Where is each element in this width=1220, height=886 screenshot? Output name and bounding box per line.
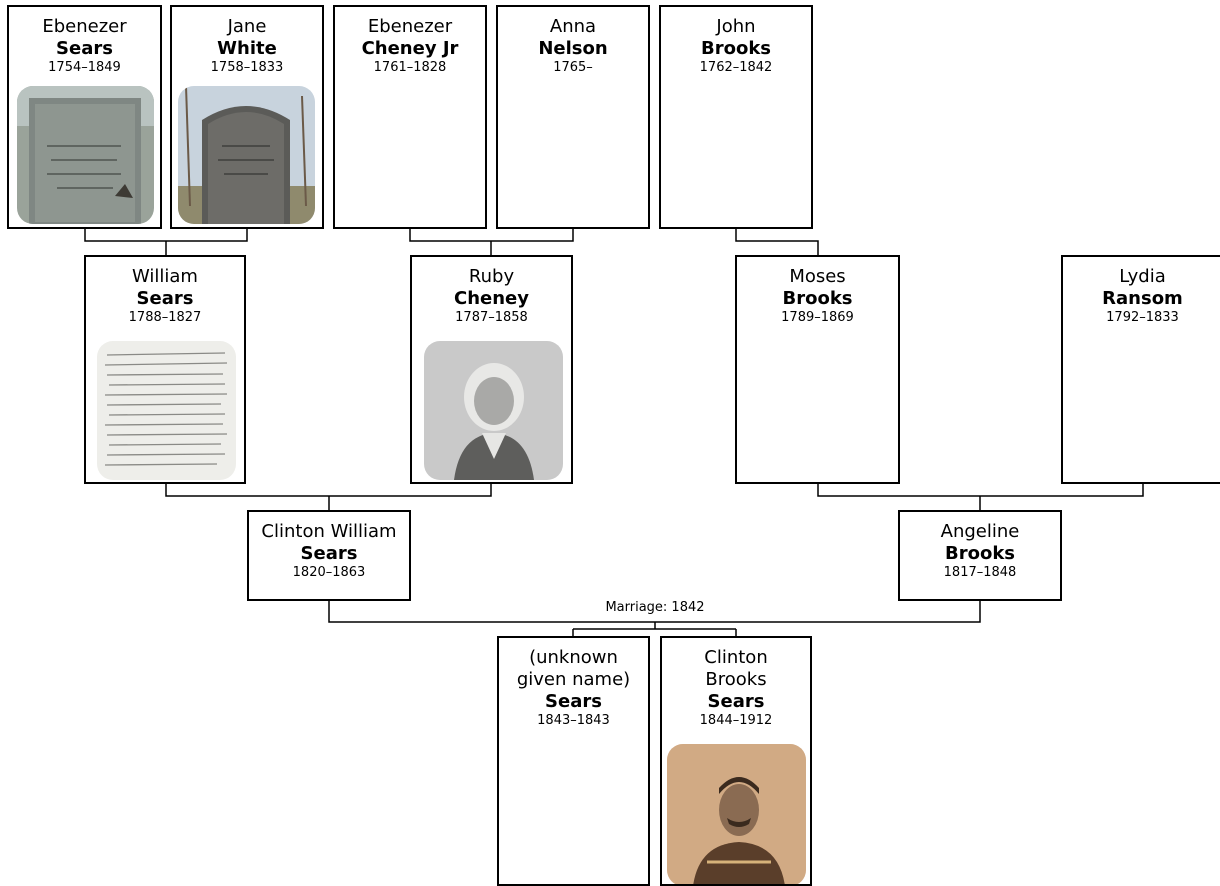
connector-william-ruby: [165, 484, 492, 510]
person-card-moses-brooks[interactable]: Moses Brooks 1789–1869: [735, 255, 900, 484]
given-name: Moses: [789, 266, 846, 287]
surname: Ransom: [1102, 288, 1183, 309]
connector-moses-lydia: [817, 484, 1144, 510]
person-card-ebenezer-cheney-jr[interactable]: Ebenezer Cheney Jr 1761–1828: [333, 5, 487, 229]
surname: Sears: [300, 543, 358, 564]
person-card-clinton-william-sears[interactable]: Clinton William Sears 1820–1863: [247, 510, 411, 601]
given-name: Angeline: [940, 521, 1020, 542]
given-name: John: [716, 16, 756, 37]
gravestone-photo: [17, 86, 154, 224]
given-name: Lydia: [1119, 266, 1166, 287]
life-years: 1792–1833: [1106, 310, 1179, 325]
given-name: Ruby: [468, 266, 515, 287]
person-card-john-brooks[interactable]: John Brooks 1762–1842: [659, 5, 813, 229]
life-years: 1758–1833: [210, 60, 284, 75]
document-photo: [97, 341, 236, 480]
surname: Sears: [545, 691, 602, 712]
person-card-clinton-brooks-sears[interactable]: Clinton Brooks Sears 1844–1912: [660, 636, 812, 886]
person-card-unknown-sears[interactable]: (unknown given name) Sears 1843–1843: [497, 636, 650, 886]
connector-brooks-parents: [735, 229, 819, 255]
portrait-photo: [667, 744, 806, 884]
surname: Sears: [56, 38, 113, 59]
surname: Cheney Jr: [361, 38, 459, 59]
connector-marriage: [328, 601, 981, 636]
life-years: 1788–1827: [128, 310, 202, 325]
life-years: 1754–1849: [48, 60, 121, 75]
life-years: 1817–1848: [943, 565, 1017, 580]
person-card-ebenezer-sears[interactable]: Ebenezer Sears 1754–1849: [7, 5, 162, 229]
marriage-label: Marriage: 1842: [560, 600, 750, 616]
given-name: Clinton Brooks: [704, 647, 768, 690]
life-years: 1844–1912: [699, 713, 773, 728]
life-years: 1820–1863: [292, 565, 366, 580]
given-name: Ebenezer: [367, 16, 453, 37]
connector-sears-parents: [84, 229, 248, 255]
life-years: 1787–1858: [455, 310, 528, 325]
given-name: (unknown given name): [516, 647, 631, 690]
person-card-lydia-ransom[interactable]: Lydia Ransom 1792–1833: [1061, 255, 1220, 484]
given-name: Jane: [227, 16, 267, 37]
life-years: 1843–1843: [537, 713, 610, 728]
person-card-william-sears[interactable]: William Sears 1788–1827: [84, 255, 246, 484]
given-name: Clinton William: [261, 521, 397, 542]
given-name: Ebenezer: [42, 16, 127, 37]
given-name: William: [132, 266, 198, 287]
life-years: 1765–: [553, 60, 593, 75]
connector-cheney-parents: [409, 229, 574, 255]
surname: Brooks: [782, 288, 853, 309]
surname: Brooks: [944, 543, 1015, 564]
gravestone-photo: [178, 86, 315, 224]
person-card-anna-nelson[interactable]: Anna Nelson 1765–: [496, 5, 650, 229]
surname: Cheney: [454, 288, 529, 309]
person-card-ruby-cheney[interactable]: Ruby Cheney 1787–1858: [410, 255, 573, 484]
person-card-jane-white[interactable]: Jane White 1758–1833: [170, 5, 324, 229]
life-years: 1761–1828: [373, 60, 447, 75]
given-name: Anna: [549, 16, 597, 37]
person-card-angeline-brooks[interactable]: Angeline Brooks 1817–1848: [898, 510, 1062, 601]
life-years: 1789–1869: [781, 310, 854, 325]
surname: Nelson: [538, 38, 608, 59]
portrait-photo: [424, 341, 563, 480]
surname: Sears: [136, 288, 194, 309]
surname: Brooks: [700, 38, 771, 59]
surname: Sears: [707, 691, 765, 712]
surname: White: [217, 38, 277, 59]
life-years: 1762–1842: [699, 60, 773, 75]
